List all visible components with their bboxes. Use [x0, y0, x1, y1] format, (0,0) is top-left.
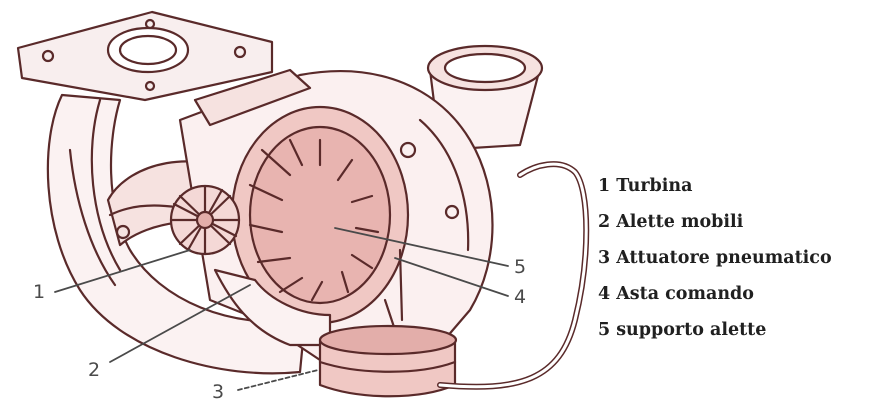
legend-item: 5 supporto alette: [598, 316, 832, 352]
legend-label: supporto alette: [616, 320, 766, 340]
legend-label: Asta comando: [616, 284, 754, 304]
legend-number: 1: [598, 176, 610, 196]
callout-number-3: 3: [212, 381, 224, 403]
parts-legend: 1 Turbina 2 Alette mobili 3 Attuatore pneum…: [598, 172, 832, 352]
legend-label: Attuatore pneumatico: [616, 248, 831, 268]
legend-item: 1 Turbina: [598, 172, 832, 208]
legend-label: Alette mobili: [616, 212, 743, 232]
callout-number-1: 1: [33, 281, 45, 303]
legend-item: 4 Asta comando: [598, 280, 832, 316]
callout-number-2: 2: [88, 359, 100, 381]
legend-item: 3 Attuatore pneumatico: [598, 244, 832, 280]
legend-label: Turbina: [616, 176, 692, 196]
turbine-wheel: [171, 186, 239, 254]
callout-number-4: 4: [514, 286, 526, 308]
legend-number: 3: [598, 248, 610, 268]
pneumatic-actuator: [320, 326, 456, 396]
callout-number-5: 5: [514, 256, 526, 278]
legend-number: 2: [598, 212, 610, 232]
legend-number: 5: [598, 320, 610, 340]
legend-item: 2 Alette mobili: [598, 208, 832, 244]
legend-number: 4: [598, 284, 610, 304]
